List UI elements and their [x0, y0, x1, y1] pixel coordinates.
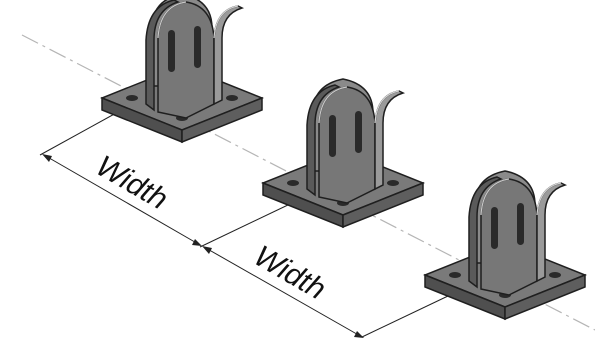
extension-line-1 — [39, 111, 119, 156]
bracket-part-2 — [262, 78, 424, 228]
dimension-line-2 — [202, 246, 364, 338]
extension-line-2 — [199, 203, 291, 248]
dimension-line-1 — [42, 154, 202, 246]
bracket-part-3 — [424, 170, 586, 320]
extension-line-3 — [361, 295, 449, 338]
bracket-part-1 — [101, 0, 263, 143]
